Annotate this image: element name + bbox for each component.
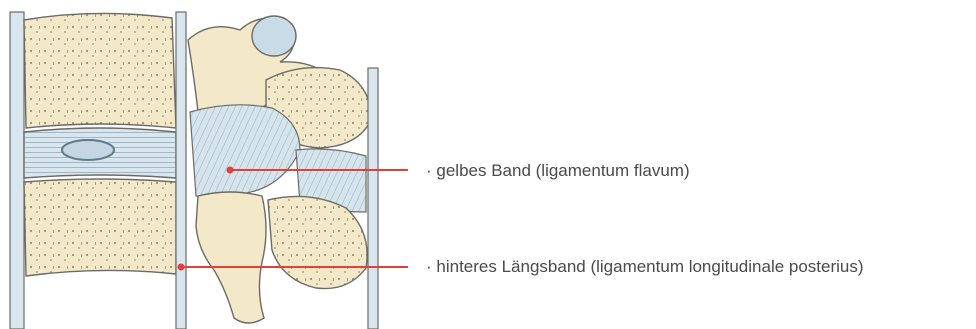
- intervertebral-disc: [24, 128, 176, 178]
- supraspinous-strip: [368, 68, 378, 329]
- foramen-circle: [252, 16, 296, 56]
- lower-vertebral-arch: [196, 192, 367, 323]
- nucleus-pulposus: [62, 140, 114, 160]
- upper-vertebral-body: [24, 13, 176, 128]
- lower-vertebral-body: [24, 179, 176, 276]
- posterior-longitudinal-ligament: [176, 12, 186, 329]
- anterior-ligament-strip: [10, 12, 24, 329]
- label-ligamentum-flavum: · gelbes Band (ligamentum flavum): [426, 161, 690, 181]
- label-posterior-longitudinal-ligament: · hinteres Längsband (ligamentum longitu…: [426, 257, 864, 277]
